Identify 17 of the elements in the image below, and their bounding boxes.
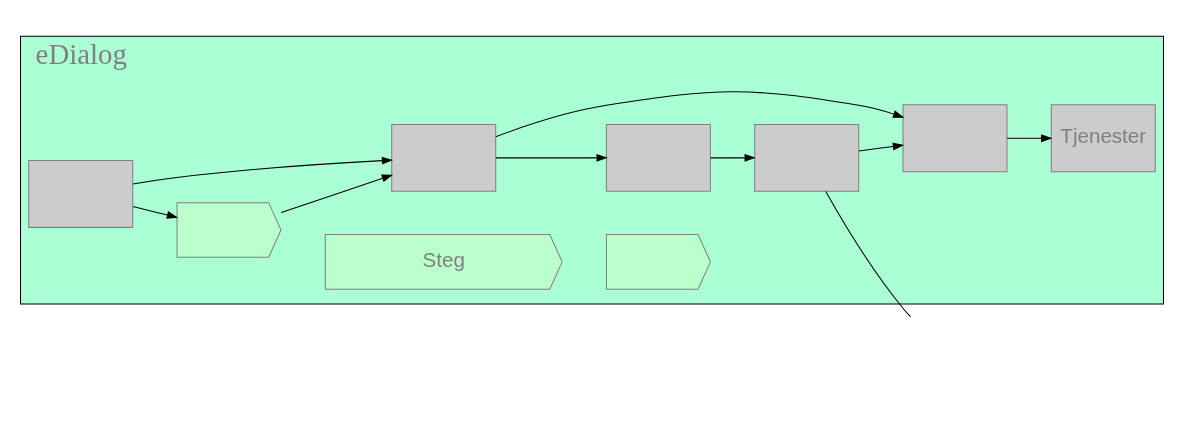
- arrow: [495, 153, 608, 162]
- node-chevron: [176, 202, 282, 258]
- arrow: [710, 153, 756, 162]
- arrow: [280, 174, 394, 214]
- node-chevron: [605, 234, 711, 290]
- arrow: [132, 156, 394, 185]
- node-box: [605, 123, 711, 192]
- node-box: [28, 159, 134, 228]
- connector: [825, 190, 912, 318]
- node-box: [754, 123, 860, 192]
- arrow: [858, 142, 905, 152]
- arrow: [495, 91, 905, 138]
- node-box: [902, 104, 1008, 173]
- arrow: [1006, 134, 1053, 143]
- node-box: Tjenester: [1050, 104, 1156, 173]
- node-box: [391, 123, 497, 192]
- arrow: [132, 206, 179, 219]
